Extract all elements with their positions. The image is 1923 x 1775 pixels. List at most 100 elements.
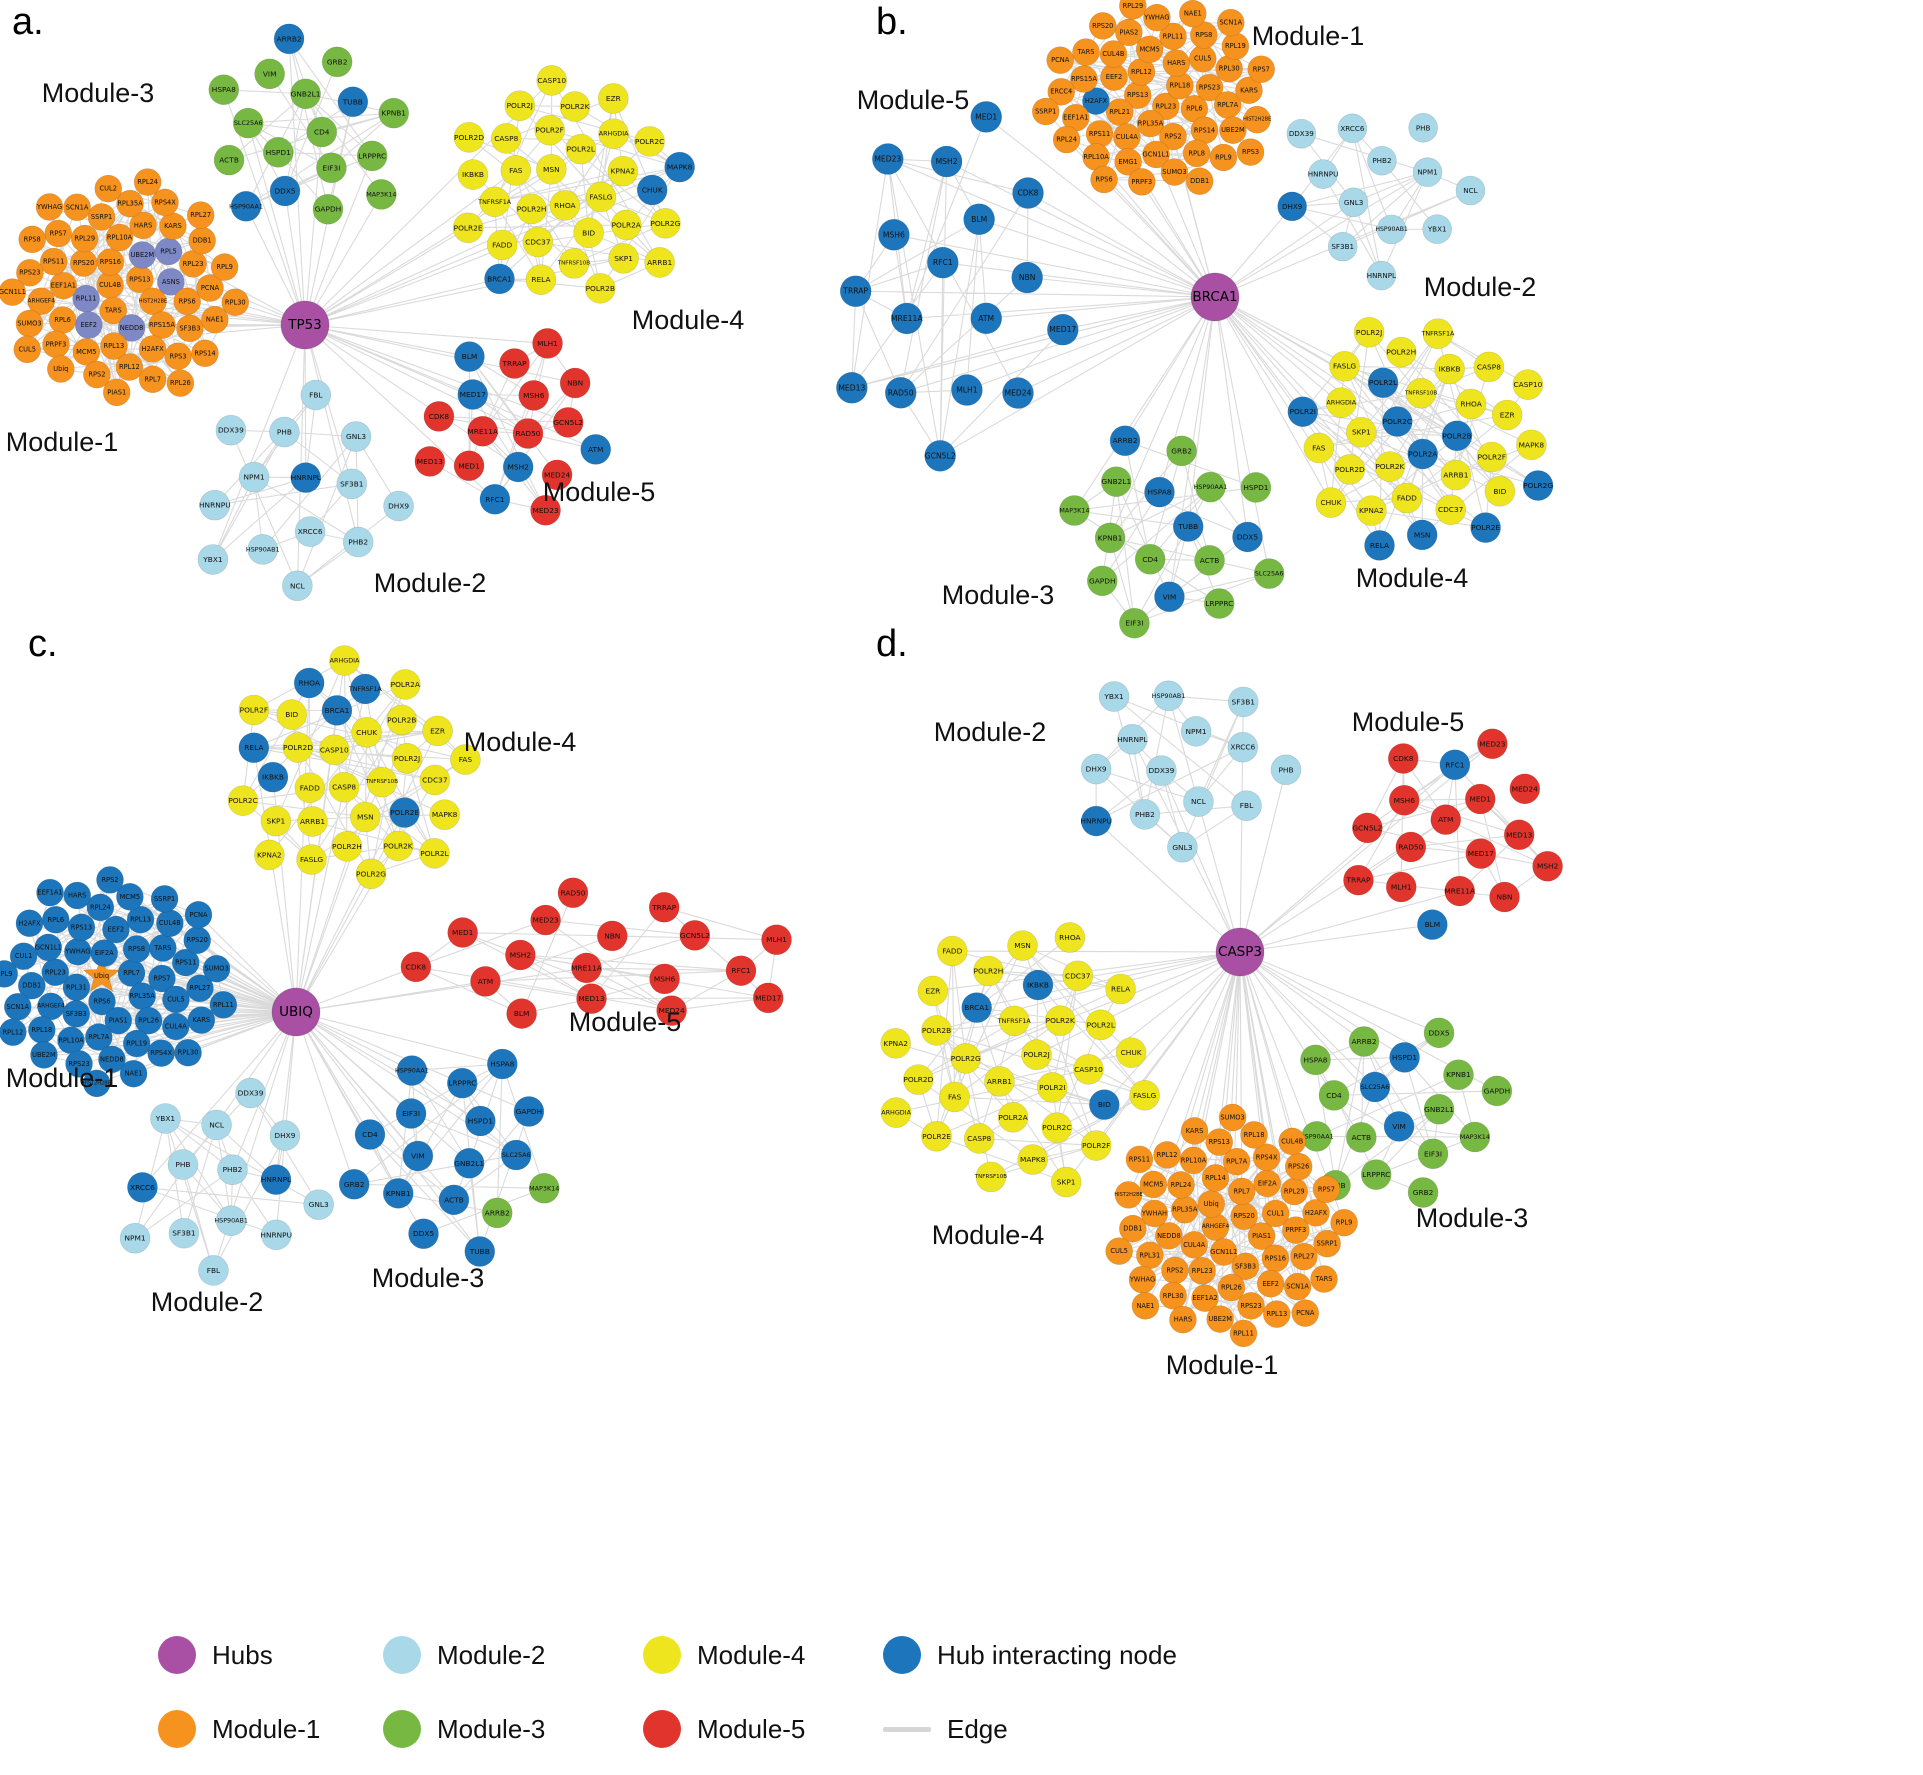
node-RPS7: RPS7 <box>1312 1175 1341 1204</box>
node-label: CD4 <box>1326 1091 1342 1100</box>
node-HNRNPU: HNRNPU <box>1308 159 1338 189</box>
node-MED23: MED23 <box>530 494 561 526</box>
module-label-module-3: Module-3 <box>942 580 1055 610</box>
node-label: PCNA <box>201 284 220 292</box>
node-PCNA: PCNA <box>184 900 213 929</box>
node-label: Ubiq <box>1204 1200 1219 1208</box>
node-RFC1: RFC1 <box>1439 749 1471 781</box>
node-DDB1: DDB1 <box>1119 1214 1147 1243</box>
node-RPS20: RPS20 <box>1088 12 1117 40</box>
node-CUL2: CUL2 <box>94 174 123 203</box>
node-POLR2D: POLR2D <box>453 122 485 153</box>
node-label: RPS6 <box>93 998 110 1006</box>
node-EEF2: EEF2 <box>1256 1269 1285 1298</box>
node-TARS: TARS <box>99 296 128 325</box>
panel-c: CASP8CASP10TNFRSF10BFADDCHUKMSNPOLR2DPOL… <box>0 623 792 1317</box>
node-label: MED13 <box>417 457 443 466</box>
legend-item-module-5: Module-5 <box>643 1710 843 1748</box>
node-POLR2L: POLR2L <box>419 838 450 869</box>
node-label: PHB2 <box>223 1165 243 1174</box>
node-SUMO3: SUMO3 <box>202 954 231 983</box>
node-label: MED24 <box>544 470 570 479</box>
node-label: MSH2 <box>936 157 958 166</box>
node-MAPK8: MAPK8 <box>1017 1144 1049 1175</box>
node-DDB1: DDB1 <box>1185 167 1214 196</box>
node-label: EEF2 <box>1106 73 1122 81</box>
node-label: FAS <box>948 1092 962 1101</box>
node-MLH1: MLH1 <box>532 328 563 359</box>
node-label: YWHAH <box>1141 1209 1167 1217</box>
node-label: RFC1 <box>1445 760 1465 769</box>
node-label: DDX5 <box>413 1229 434 1238</box>
node-POLR2K: POLR2K <box>559 91 591 122</box>
node-GRB2: GRB2 <box>1166 435 1197 467</box>
node-EZR: EZR <box>422 715 453 747</box>
node-label: POLR2F <box>240 706 268 715</box>
node-label: YBX1 <box>155 1114 176 1123</box>
node-RPS2: RPS2 <box>1161 1256 1189 1285</box>
node-RPL18: RPL18 <box>28 1016 56 1044</box>
node-label: XRCC6 <box>1230 743 1255 752</box>
node-EZR: EZR <box>917 975 949 1007</box>
node-BID: BID <box>1484 475 1516 507</box>
node-label: MAP3K14 <box>1460 1133 1490 1141</box>
node-POLR2H: POLR2H <box>516 193 547 225</box>
node-HNRNPU: HNRNPU <box>1080 805 1112 837</box>
node-RPL26: RPL26 <box>166 369 195 397</box>
node-label: POLR2G <box>1523 481 1553 490</box>
legend-label: Hub interacting node <box>937 1639 1177 1670</box>
node-label: GNB2L1 <box>454 1159 484 1168</box>
node-SCN1A: SCN1A <box>3 992 32 1021</box>
node-label: SKP1 <box>614 254 633 263</box>
node-GCN1L1: GCN1L1 <box>34 933 63 962</box>
node-LRPPRC: LRPPRC <box>1203 588 1235 619</box>
node-label: FADD <box>942 947 962 956</box>
node-label: NAE1 <box>206 316 224 324</box>
node-label: RPS11 <box>1089 130 1110 138</box>
node-label: CUL2 <box>100 185 117 193</box>
node-POLR2A: POLR2A <box>1407 438 1439 470</box>
node-label: RPS4X <box>150 1049 172 1057</box>
node-label: CASP8 <box>332 783 356 792</box>
node-label: ARHGDIA <box>881 1109 911 1117</box>
node-label: MAP3K14 <box>1059 507 1089 515</box>
node-NAE1: NAE1 <box>1179 0 1207 28</box>
node-label: TNFRSF1A <box>477 198 512 206</box>
node-label: MRE11A <box>571 963 602 972</box>
node-EEF1A1: EEF1A1 <box>49 271 78 300</box>
node-label: POLR2B <box>1442 431 1471 440</box>
node-PIAS1: PIAS1 <box>1247 1222 1276 1250</box>
node-DDX39: DDX39 <box>215 414 247 446</box>
node-NCL: NCL <box>1455 175 1486 206</box>
node-MED24: MED24 <box>656 995 687 1026</box>
node-label: MSH6 <box>654 974 676 983</box>
node-label: SLC25A6 <box>502 1151 531 1159</box>
node-MSH6: MSH6 <box>518 380 550 411</box>
node-label: MAPK8 <box>667 163 693 172</box>
module-label-module-1: Module-1 <box>1252 21 1365 51</box>
node-label: MED1 <box>1470 794 1492 803</box>
node-label: KARS <box>164 222 182 230</box>
node-FASLG: FASLG <box>1329 350 1360 382</box>
node-label: CDK8 <box>1393 754 1414 763</box>
node-label: RPL11 <box>1233 1329 1254 1337</box>
node-label: BID <box>1098 1100 1111 1109</box>
node-ARHGDIA: ARHGDIA <box>598 118 629 150</box>
node-label: EIF3I <box>402 1109 420 1118</box>
node-RPS14: RPS14 <box>1190 116 1219 145</box>
node-POLR2A: POLR2A <box>610 209 642 241</box>
node-POLR2F: POLR2F <box>534 114 565 146</box>
node-label: NBN <box>604 931 620 940</box>
node-POLR2E: POLR2E <box>1470 512 1501 543</box>
node-SKP1: SKP1 <box>260 805 292 837</box>
node-label: RPL30 <box>1163 1292 1184 1300</box>
node-label: RHOA <box>1059 933 1080 942</box>
node-GCN5L2: GCN5L2 <box>679 920 711 951</box>
node-label: FASLG <box>589 192 612 201</box>
node-GNL3: GNL3 <box>303 1189 334 1220</box>
node-GCN1L1: GCN1L1 <box>1142 140 1170 169</box>
node-label: MSN <box>1414 530 1431 539</box>
node-label: RHOA <box>1460 399 1481 408</box>
node-label: DDB1 <box>193 237 212 245</box>
node-label: CUL4B <box>99 281 121 289</box>
